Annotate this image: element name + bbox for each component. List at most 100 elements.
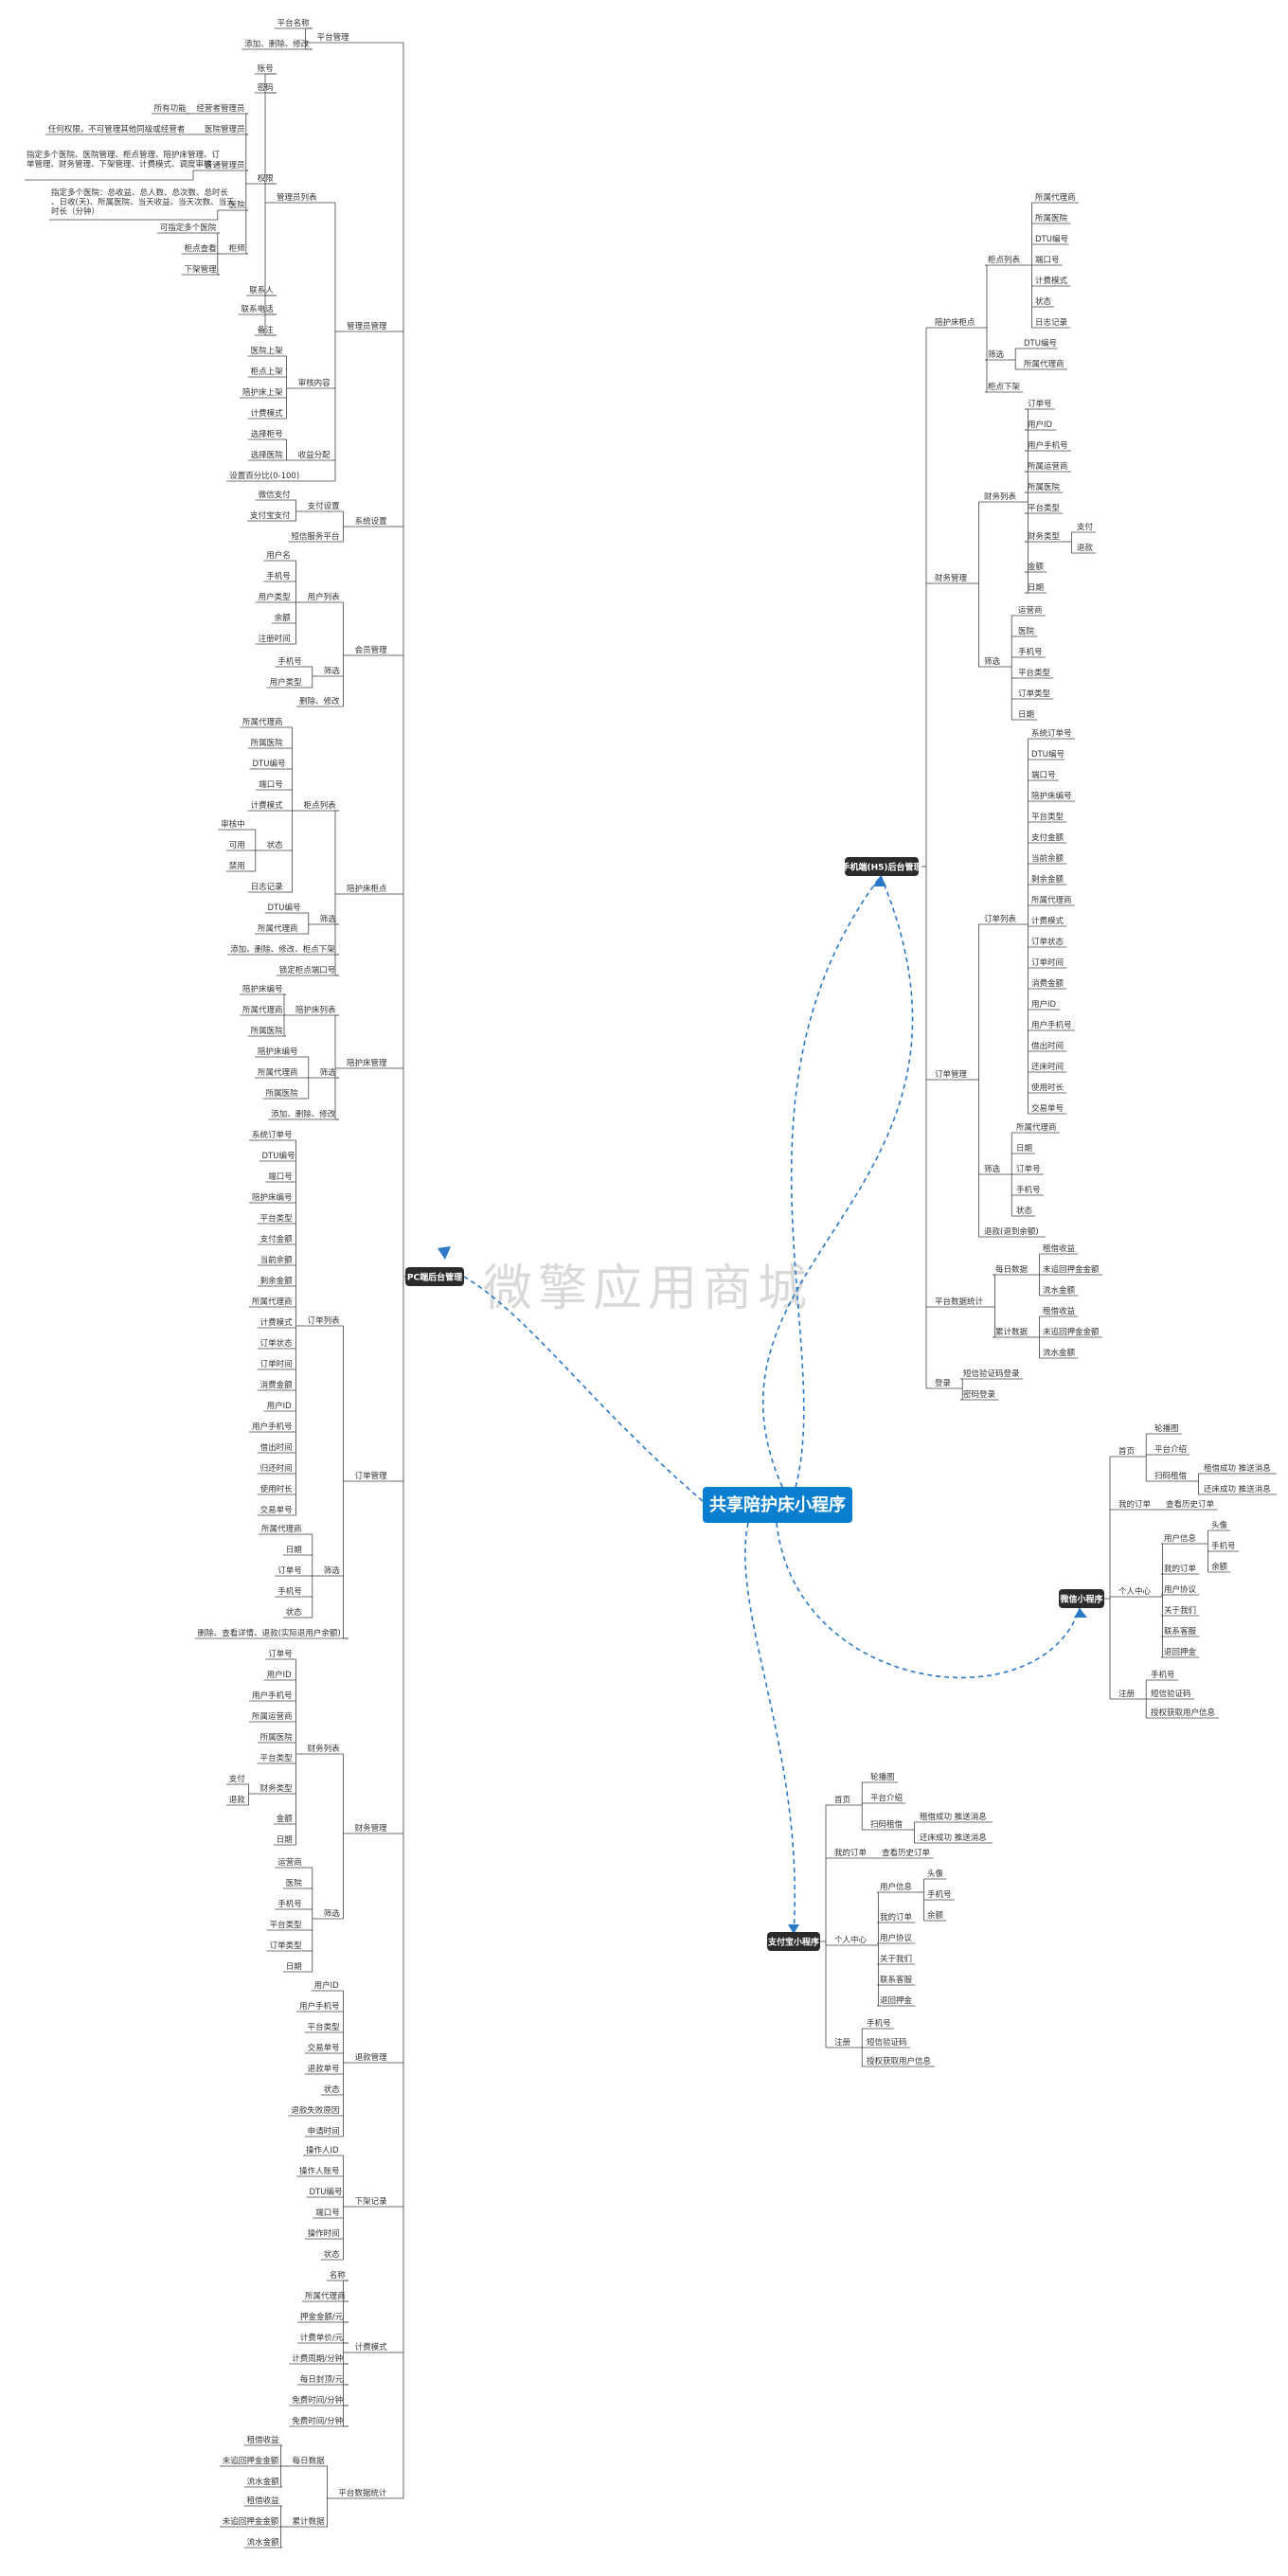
mind-node: 还床成功 推送消息	[1204, 1484, 1271, 1494]
mind-node: 用户手机号	[1031, 1020, 1072, 1030]
mind-node: 短信验证码	[867, 2037, 907, 2048]
watermark-text: 微擎应用商城	[483, 1261, 813, 1317]
mind-node: 系统订单号	[252, 1130, 293, 1140]
mind-node: 平台类型	[260, 1213, 294, 1224]
mind-node: 金额	[1028, 562, 1045, 572]
mobile-orders: 订单管理	[935, 1069, 968, 1080]
mobile-cabinet: 陪护床柜点	[935, 317, 975, 328]
mind-node: 头像	[1211, 1520, 1228, 1530]
branch-wechat-miniapp[interactable]	[1059, 1589, 1104, 1608]
mind-node: 日期	[286, 1546, 302, 1555]
mind-node: 租借收益	[1043, 1306, 1076, 1316]
mobile-finance: 财务管理	[935, 573, 968, 583]
mind-node: 扫码租借	[870, 1819, 903, 1830]
auth-normal-desc-line: 单管理、财务管理、下架管理、计费模式、调度审核	[27, 159, 212, 170]
pc-stats: 平台数据统计	[338, 2488, 387, 2498]
mind-node: 陪护床编号	[252, 1192, 293, 1203]
alipay-register: 注册	[834, 2037, 851, 2048]
mind-node: 陪护床编号	[1031, 791, 1072, 801]
mind-node: 手机号	[1151, 1670, 1175, 1680]
mind-node: DTU编号	[268, 903, 301, 913]
mind-node: 退回押金	[880, 1995, 913, 2006]
branch-alipay-miniapp[interactable]	[767, 1932, 820, 1951]
mind-node: 未追回押金金额	[1043, 1327, 1100, 1337]
mind-node: 退款单号	[308, 2064, 340, 2074]
pc-manager: 管理员管理	[347, 321, 387, 331]
branch-mobile-admin[interactable]	[845, 857, 919, 876]
mind-node: 柜点查看	[185, 243, 217, 254]
pc-bed-filter: 筛选	[320, 1067, 337, 1078]
pc-stats-total: 累计数据	[293, 2516, 326, 2527]
mind-node: 医院	[286, 1878, 303, 1888]
mind-node: 交易单号	[1031, 1103, 1064, 1114]
mind-node: 余额	[1211, 1562, 1228, 1572]
mind-node: 日期	[1018, 710, 1034, 720]
mind-node: 当前余额	[1031, 853, 1064, 864]
mind-node: 手机号	[277, 1586, 302, 1597]
mind-node: 未追回押金金额	[1043, 1264, 1100, 1275]
mind-node: 日期	[286, 1962, 302, 1972]
mind-node: 状态	[324, 2249, 341, 2260]
mind-node: 平台类型	[260, 1753, 294, 1763]
branch-pc-admin[interactable]	[405, 1267, 464, 1286]
mind-node: 剩余金额	[260, 1276, 294, 1286]
mind-node: 订单号	[1016, 1164, 1041, 1174]
mind-node: 余额	[927, 1910, 944, 1921]
mobile-cabinet-list: 柜点列表	[988, 255, 1021, 265]
mind-node: 财务类型	[260, 1783, 294, 1794]
mind-node: 用户类型	[270, 677, 303, 688]
mind-node: 扫码租借	[1154, 1471, 1188, 1481]
mind-node: 经营者管理员	[196, 103, 244, 114]
mind-node: 所属医院	[266, 1088, 299, 1099]
mind-node: DTU编号	[253, 759, 286, 769]
mind-node: 使用时长	[1031, 1082, 1064, 1093]
mind-node: DTU编号	[262, 1151, 295, 1161]
mobile-order-filter: 筛选	[984, 1164, 1001, 1174]
branch-alipay-miniapp-label: 支付宝小程序	[767, 1937, 819, 1948]
mind-node: 订单号	[268, 1649, 293, 1659]
wechat-orders: 我的订单	[1118, 1499, 1152, 1510]
mind-node: 操作时间	[308, 2228, 340, 2239]
pc-beds: 陪护床管理	[347, 1058, 387, 1068]
pc-pay-settings: 支付设置	[308, 501, 341, 511]
mind-node: 所属医院	[251, 738, 284, 748]
alipay-personal: 个人中心	[834, 1935, 868, 1945]
mind-node: 使用时长	[260, 1484, 294, 1494]
mind-node: 账号	[258, 64, 274, 74]
mind-node: 端口号	[1031, 770, 1056, 780]
mind-node: 轮播图	[1154, 1423, 1179, 1434]
mind-node: 柜点下架	[988, 382, 1021, 392]
mind-node: 所有功能	[154, 103, 188, 114]
mind-node: 日期	[1028, 583, 1044, 593]
mind-node: 手机号	[1016, 1185, 1041, 1195]
mind-node: 轮播图	[870, 1772, 895, 1782]
mind-node: 操作人ID	[306, 2145, 339, 2156]
mind-node: 关于我们	[1164, 1605, 1196, 1616]
auth-area-desc-line: 时长（分钟）	[51, 206, 99, 217]
mind-node: 日期	[1016, 1144, 1032, 1154]
mind-node: 流水金额	[1043, 1348, 1076, 1358]
mind-node: DTU编号	[1031, 749, 1064, 760]
mind-node: 下架管理	[185, 264, 218, 275]
mind-node: DTU编号	[310, 2187, 343, 2197]
pc-cabinet: 陪护床柜点	[347, 884, 387, 894]
mind-node: 日期	[277, 1835, 293, 1845]
mind-node: 我的订单	[880, 1912, 913, 1923]
mind-node: 财务类型	[1028, 531, 1061, 542]
mind-node: 审核中	[221, 819, 245, 830]
auth-area-desc-line: 指定多个医院：总收益、总人数、总次数、总时长	[51, 188, 229, 198]
branch-mobile-admin-label: 手机端(H5)后台管理	[841, 862, 921, 873]
mind-node: 所属代理商	[1016, 1122, 1057, 1133]
alipay-home: 首页	[834, 1795, 850, 1805]
mind-node: 名称	[330, 2270, 347, 2281]
mind-node: 运营商	[277, 1857, 302, 1868]
mind-node: 手机号	[1211, 1541, 1236, 1551]
mind-node: 用户信息	[880, 1882, 913, 1892]
mind-node: 订单类型	[270, 1941, 303, 1951]
mind-node: 选择柜号	[251, 429, 283, 439]
mind-node: 退款	[229, 1795, 246, 1805]
mind-node: 租借收益	[247, 2496, 280, 2506]
mind-node: 剩余金额	[1031, 874, 1064, 885]
mind-node: 平台类型	[308, 2022, 341, 2032]
